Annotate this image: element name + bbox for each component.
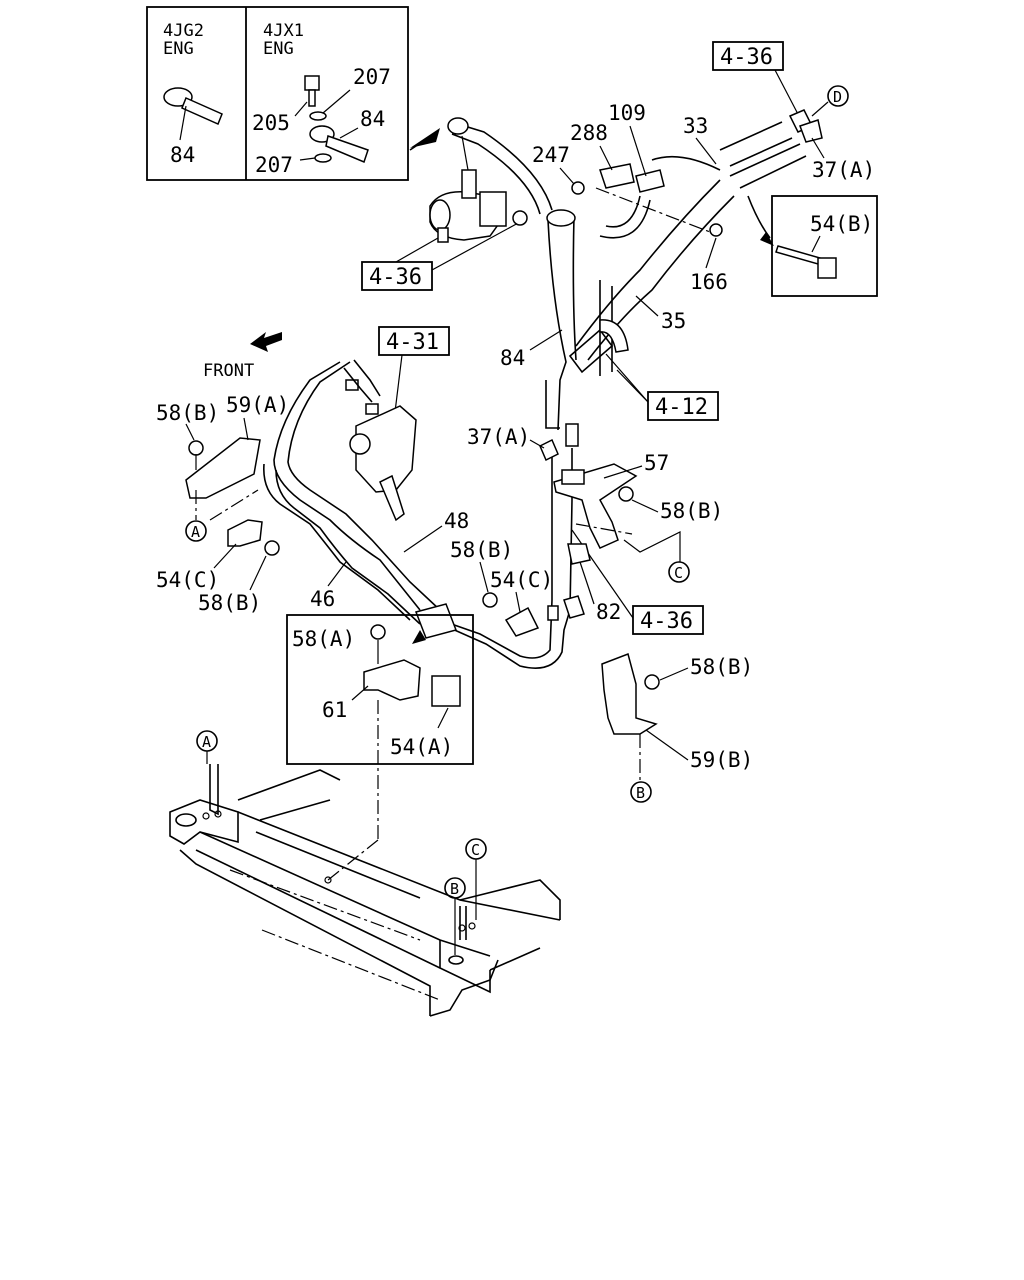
bracket-59b bbox=[601, 653, 658, 735]
bracket-59a bbox=[185, 437, 261, 499]
line-clamp bbox=[415, 603, 457, 639]
ref-box-4-36-top: 4-36 bbox=[712, 41, 784, 71]
bracket-288 bbox=[599, 163, 635, 189]
frame-crossmember bbox=[169, 764, 561, 1017]
part-54a-label: 54(A) bbox=[390, 735, 453, 759]
part-54c-right-label: 54(C) bbox=[490, 568, 553, 592]
part-54c-left-label: 54(C) bbox=[156, 568, 219, 592]
tie-strap-inset: 54(B) bbox=[771, 195, 878, 297]
engine-b-sub-label: ENG bbox=[263, 39, 294, 59]
bolt-58b-mid bbox=[482, 592, 498, 608]
part-37a-top-label: 37(A) bbox=[812, 158, 875, 182]
svg-text:A: A bbox=[191, 523, 200, 541]
bolt-58b-right bbox=[618, 486, 634, 502]
svg-text:D: D bbox=[833, 88, 842, 106]
clip-54c-right bbox=[504, 606, 540, 637]
bolt-58b-left bbox=[188, 440, 204, 456]
arrow-head-icon bbox=[410, 128, 440, 148]
locator-c-right: C bbox=[668, 561, 690, 583]
part-207-bottom-label: 207 bbox=[255, 153, 293, 177]
ref-box-4-36-pump: 4-36 bbox=[361, 261, 433, 291]
part-58b-right-label: 58(B) bbox=[660, 499, 723, 523]
engine-b-label: 4JX1 bbox=[263, 21, 304, 41]
engine-variant-inset: 4JG2 ENG 4JX1 ENG 84 207 205 84 207 bbox=[146, 6, 409, 181]
part-207-top-label: 207 bbox=[353, 65, 391, 89]
steering-gear bbox=[345, 379, 417, 522]
svg-text:A: A bbox=[202, 733, 211, 751]
bolt-58b-lower bbox=[264, 540, 280, 556]
part-109-label: 109 bbox=[608, 101, 646, 125]
clip-54a bbox=[431, 675, 461, 707]
hose-35 bbox=[575, 179, 721, 347]
locator-a-left: A bbox=[185, 520, 207, 542]
engine-a-sub-label: ENG bbox=[163, 39, 194, 59]
part-57-label: 57 bbox=[644, 451, 669, 475]
bolt-166 bbox=[709, 223, 723, 237]
hose-fitting-4jx1 bbox=[304, 75, 369, 164]
hose-84 bbox=[547, 219, 567, 431]
svg-text:4-12: 4-12 bbox=[655, 395, 708, 420]
line-46 bbox=[263, 463, 411, 621]
svg-text:4-36: 4-36 bbox=[720, 45, 773, 70]
part-58b-lower-label: 58(B) bbox=[198, 591, 261, 615]
bracket-57 bbox=[553, 463, 638, 549]
locator-c-frame: C bbox=[465, 838, 487, 860]
part-59b-label: 59(B) bbox=[690, 748, 753, 772]
part-48-label: 48 bbox=[444, 509, 469, 533]
part-58a-label: 58(A) bbox=[292, 627, 355, 651]
part-59a-label: 59(A) bbox=[226, 393, 289, 417]
clip-inset bbox=[286, 614, 474, 765]
part-61-label: 61 bbox=[322, 698, 347, 722]
part-82-label: 82 bbox=[596, 600, 621, 624]
clip-54c-left bbox=[227, 519, 263, 547]
part-205-label: 205 bbox=[252, 111, 290, 135]
part-58b-br-label: 58(B) bbox=[690, 655, 753, 679]
part-288-label: 288 bbox=[570, 121, 608, 145]
front-label: FRONT bbox=[203, 361, 254, 381]
svg-text:B: B bbox=[450, 880, 459, 898]
ref-box-4-36-mid: 4-36 bbox=[632, 605, 704, 635]
bolt-58b-br bbox=[644, 674, 660, 690]
ref-box-4-31: 4-31 bbox=[378, 326, 450, 356]
bolt-247 bbox=[571, 181, 585, 195]
svg-text:4-36: 4-36 bbox=[369, 265, 422, 290]
power-steering-pump bbox=[429, 135, 528, 243]
part-84-mid-label: 84 bbox=[500, 346, 525, 370]
cable-tie-head-icon bbox=[817, 257, 837, 279]
part-58b-left-label: 58(B) bbox=[156, 401, 219, 425]
locator-b-right: B bbox=[630, 781, 652, 803]
union-37a-mid bbox=[539, 438, 559, 462]
clamp-pointer-icon bbox=[412, 630, 426, 644]
hose-fitting-top bbox=[447, 117, 469, 135]
part-54b-label: 54(B) bbox=[810, 212, 873, 236]
part-58b-mid-label: 58(B) bbox=[450, 538, 513, 562]
hose-fitting-4jg2 bbox=[163, 87, 223, 141]
line-48-outer bbox=[273, 361, 421, 611]
part-33-label: 33 bbox=[683, 114, 708, 138]
locator-a-frame: A bbox=[196, 730, 218, 752]
part-46-label: 46 bbox=[310, 587, 335, 611]
locator-b-frame: B bbox=[444, 877, 466, 899]
svg-text:B: B bbox=[636, 784, 645, 802]
part-84-label: 84 bbox=[170, 143, 195, 167]
part-35-label: 35 bbox=[661, 309, 686, 333]
part-37a-mid-label: 37(A) bbox=[467, 425, 530, 449]
engine-a-label: 4JG2 bbox=[163, 21, 204, 41]
locator-d: D bbox=[827, 85, 849, 107]
part-84b-label: 84 bbox=[360, 107, 385, 131]
part-247-label: 247 bbox=[532, 143, 570, 167]
bracket-109 bbox=[635, 169, 665, 193]
svg-text:4-36: 4-36 bbox=[640, 609, 693, 634]
bracket-61 bbox=[363, 659, 421, 701]
part-166-label: 166 bbox=[690, 270, 728, 294]
front-arrow-icon bbox=[250, 332, 282, 352]
svg-text:4-31: 4-31 bbox=[386, 330, 439, 355]
tie-strap-pointer bbox=[747, 195, 771, 239]
nut-82 bbox=[567, 543, 591, 565]
ref-box-4-12: 4-12 bbox=[647, 391, 719, 421]
svg-text:C: C bbox=[674, 564, 683, 582]
svg-text:C: C bbox=[471, 841, 480, 859]
